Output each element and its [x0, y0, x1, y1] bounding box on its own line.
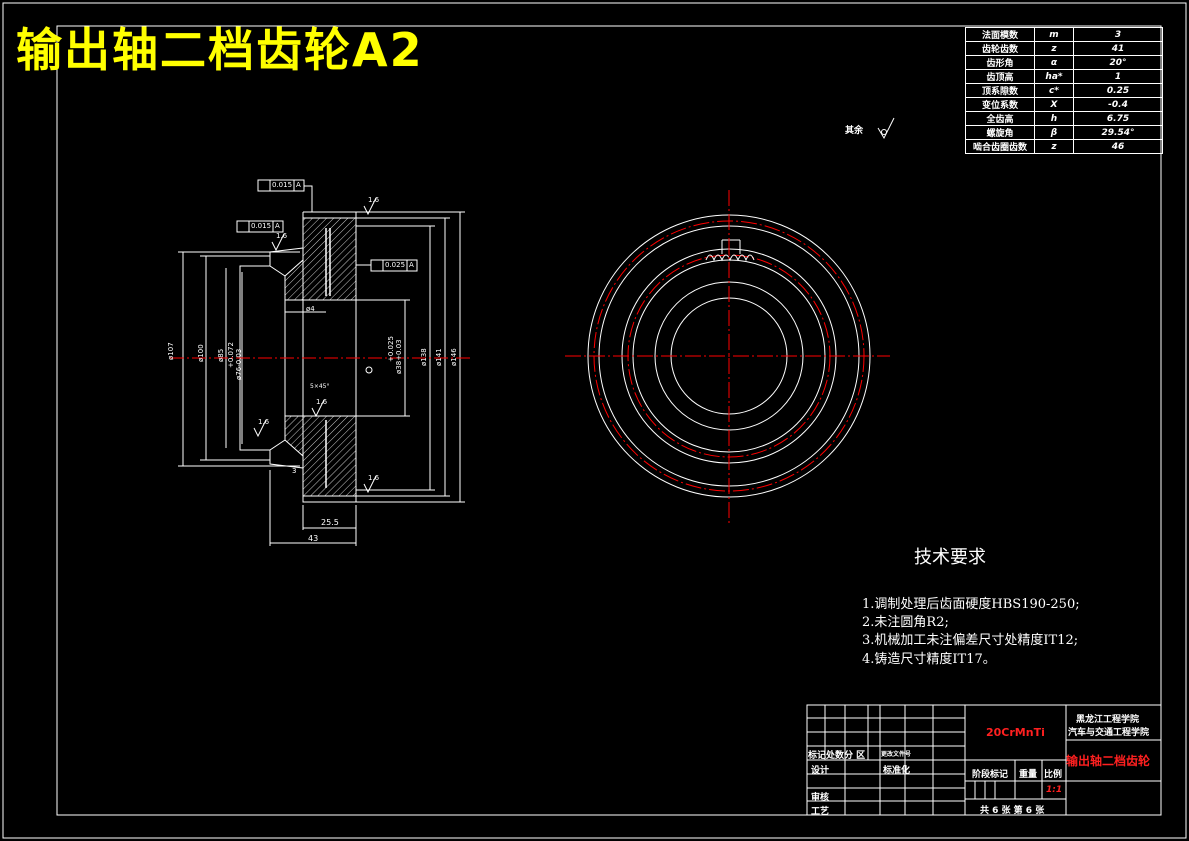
param-name: 变位系数	[965, 97, 1035, 112]
weight-label: 重量	[1019, 770, 1038, 780]
title-block-grid	[806, 704, 1162, 816]
stage-mark-label: 阶段标记	[972, 770, 1009, 780]
sheet-count: 共 6 张 第 6 张	[980, 806, 1045, 816]
param-symbol: h	[1034, 111, 1074, 126]
param-symbol: X	[1034, 97, 1074, 112]
param-name: 齿轮齿数	[965, 41, 1035, 56]
param-value: 41	[1073, 41, 1163, 56]
dim-d76: ø76-0.03	[235, 348, 243, 380]
param-value: 46	[1073, 139, 1163, 154]
roughness-value-4: 1.6	[258, 418, 270, 426]
part-name: 输出轴二档齿轮	[1066, 754, 1151, 768]
tolerance-value-1: 0.015	[272, 181, 293, 189]
param-symbol: c*	[1034, 83, 1074, 98]
dim-d146: ø146	[450, 348, 458, 366]
dim-w3: 3	[292, 467, 297, 475]
dim-w255: 25.5	[321, 518, 339, 527]
dim-d107: ø107	[167, 342, 175, 360]
param-name: 螺旋角	[965, 125, 1035, 140]
school-name-2: 汽车与交通工程学院	[1068, 728, 1150, 738]
revision-doc-label: 更改文件号	[881, 751, 912, 758]
param-name: 齿顶高	[965, 69, 1035, 84]
rest-roughness-symbol	[877, 117, 895, 140]
param-name: 顶系隙数	[965, 83, 1035, 98]
requirement-item: 3.机械加工未注偏差尺寸处精度IT12;	[862, 633, 1079, 648]
dim-d85: ø85	[217, 348, 225, 362]
dim-chamfer: 5×45°	[310, 383, 330, 390]
param-name: 全齿高	[965, 111, 1035, 126]
roughness-value-1: 1.6	[368, 196, 380, 204]
standardization-label: 标准化	[883, 766, 911, 776]
param-symbol: β	[1034, 125, 1074, 140]
inner-border	[56, 25, 1162, 816]
dim-d141: ø141	[435, 348, 443, 366]
dim-d38-tol: +0.025	[387, 336, 395, 362]
param-symbol: z	[1034, 41, 1074, 56]
param-symbol: ha*	[1034, 69, 1074, 84]
dim-d76-tol: +0.072	[227, 342, 235, 368]
scale-label: 比例	[1044, 770, 1063, 780]
param-value: 3	[1073, 27, 1163, 42]
tolerance-datum-1: A	[296, 181, 301, 189]
param-symbol: α	[1034, 55, 1074, 70]
roughness-value-5: 1.6	[368, 474, 380, 482]
dim-d38: ø38+0.03	[395, 339, 403, 374]
dim-w43: 43	[308, 534, 319, 543]
param-value: 29.54°	[1073, 125, 1163, 140]
dim-d100: ø100	[197, 344, 205, 362]
requirements-title: 技术要求	[914, 547, 986, 568]
material-label: 20CrMnTi	[986, 726, 1045, 739]
param-symbol: z	[1034, 139, 1074, 154]
param-value: 20°	[1073, 55, 1163, 70]
param-name: 齿形角	[965, 55, 1035, 70]
roughness-value-2: 1.6	[276, 232, 288, 240]
process-label: 工艺	[811, 807, 830, 817]
revision-row-label: 标记处数分 区	[808, 751, 866, 761]
drawing-title: 输出轴二档齿轮A2	[16, 23, 424, 77]
requirement-item: 2.未注圆角R2;	[862, 615, 949, 630]
design-label: 设计	[811, 766, 830, 776]
tolerance-value-3: 0.025	[385, 261, 406, 269]
tolerance-datum-3: A	[409, 261, 414, 269]
param-value: 1	[1073, 69, 1163, 84]
requirement-item: 4.铸造尺寸精度IT17。	[862, 652, 996, 667]
dim-d4: ø4	[306, 305, 315, 313]
param-value: -0.4	[1073, 97, 1163, 112]
param-symbol: m	[1034, 27, 1074, 42]
tolerance-value-2: 0.015	[251, 222, 272, 230]
scale-value: 1:1	[1046, 785, 1063, 795]
param-name: 啮合齿圈齿数	[965, 139, 1035, 154]
school-name-1: 黑龙江工程学院	[1076, 715, 1140, 725]
review-label: 审核	[811, 793, 830, 803]
param-name: 法面模数	[965, 27, 1035, 42]
roughness-value-3: 1.6	[316, 398, 328, 406]
dim-d138: ø138	[420, 348, 428, 366]
rest-roughness-label: 其余	[845, 126, 864, 136]
tolerance-datum-2: A	[275, 222, 280, 230]
param-value: 0.25	[1073, 83, 1163, 98]
requirement-item: 1.调制处理后齿面硬度HBS190-250;	[862, 597, 1080, 612]
param-value: 6.75	[1073, 111, 1163, 126]
rest-roughness-circle	[881, 129, 887, 135]
